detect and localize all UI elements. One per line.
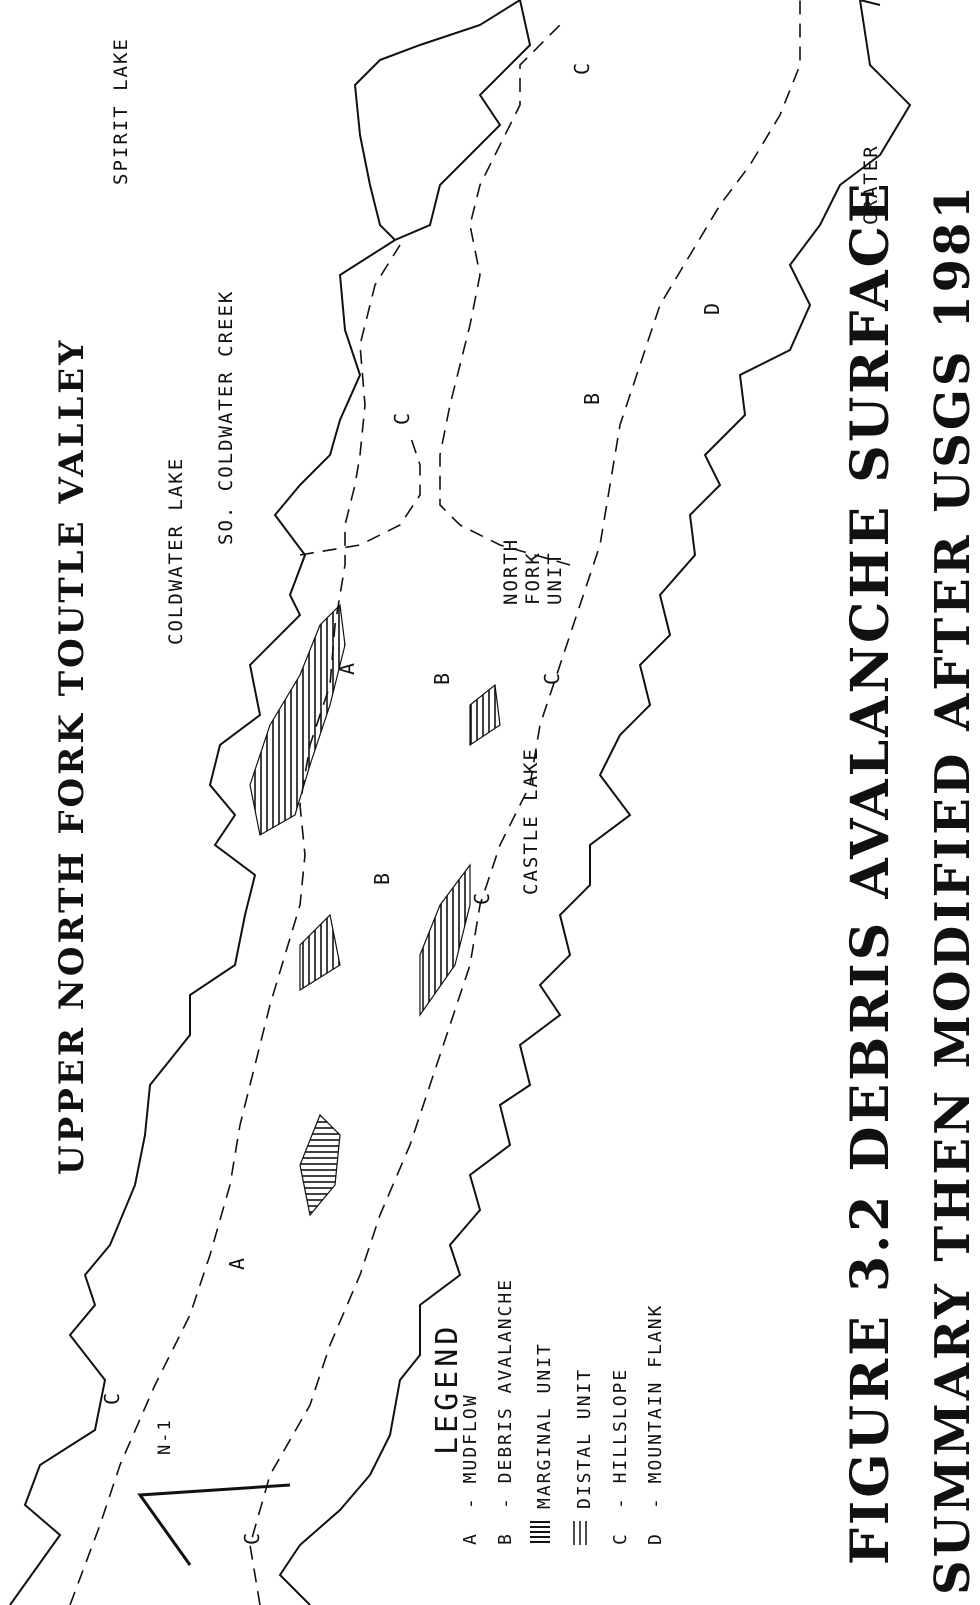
marginal-unit-area [299,1113,341,1217]
unit-code-c: C [540,672,564,685]
coldwater-lake-label: COLDWATER LAKE [165,456,187,645]
section-line-n1 [137,1483,291,1566]
dashed-unit-boundary-upper [69,244,401,1605]
unit-code-c: C [100,1392,124,1405]
marginal-unit-symbol [530,1509,555,1545]
legend-item: B- DEBRIS AVALANCHE [495,1277,516,1545]
dashed-c-unit-boundary [299,434,421,556]
legend-item: MARGINAL UNIT [530,1342,555,1545]
unit-code-b: B [430,672,454,685]
north-fork-unit-label: NORTH FORK UNIT [500,537,566,605]
crater-rim-boundary [353,0,881,241]
figure-title: FIGURE 3.2 DEBRIS AVALANCHE SURFACE [840,180,901,1565]
unit-code-a: A [225,1257,249,1270]
section-line-label: N-1 [155,1418,175,1455]
unit-code-c: C [470,892,494,905]
unit-code-a: A [335,662,359,675]
unit-code-b: B [580,392,604,405]
marginal-unit-area [469,683,501,747]
unit-code-d: D [700,302,724,315]
distal-unit-symbol [570,1509,595,1545]
legend-item: C- HILLSLOPE [610,1367,631,1545]
marginal-unit-area [299,913,341,992]
spirit-lake-label: SPIRIT LAKE [110,37,132,185]
so-coldwater-creek-label: SO. COLDWATER CREEK [215,289,237,545]
unit-code-c: C [240,1532,264,1545]
marginal-unit-area [249,603,346,836]
unit-code-b: B [370,872,394,885]
figure-subtitle: SUMMARY THEN MODIFIED AFTER USGS 1981 [925,183,980,1595]
dashed-unit-boundary-lower [249,0,801,1605]
map-title: UPPER NORTH FORK TOUTLE VALLEY [52,337,92,1175]
legend-item: A- MUDFLOW [460,1393,481,1545]
unit-code-c: C [390,412,414,425]
marginal-unit-area [419,863,471,1017]
legend-item: D- MOUNTAIN FLANK [645,1303,666,1545]
castle-lake-label: CASTLE LAKE [520,747,542,895]
valley-outer-boundary [9,0,912,1605]
dashed-mountain-flank-boundary [439,24,571,566]
legend-item: DISTAL UNIT [570,1368,595,1545]
crater-label: CRATER [860,144,882,225]
unit-code-c: C [570,62,594,75]
